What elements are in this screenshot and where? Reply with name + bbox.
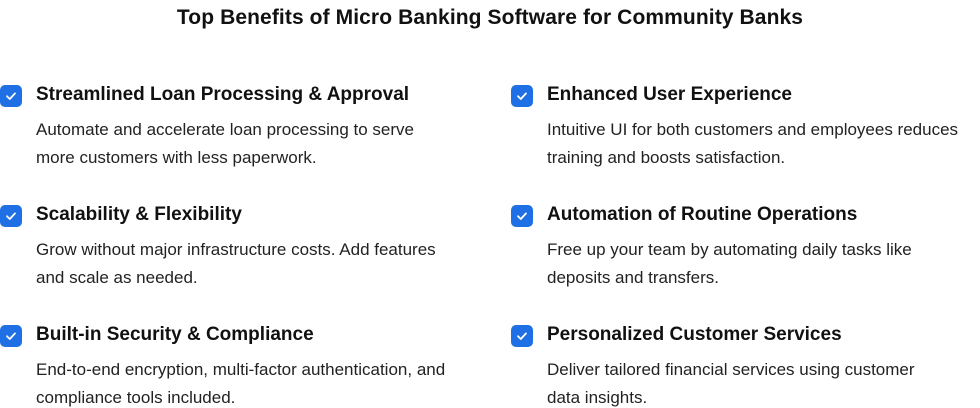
checkbox-checked-icon: [511, 85, 533, 107]
benefit-description: Grow without major infrastructure costs.…: [36, 240, 436, 287]
benefit-title: Scalability & Flexibility: [36, 204, 242, 225]
benefit-title: Streamlined Loan Processing & Approval: [36, 84, 410, 105]
benefit-title: Automation of Routine Operations: [547, 204, 858, 225]
benefit-description: Free up your team by automating daily ta…: [547, 240, 912, 287]
benefit-title: Enhanced User Experience: [547, 84, 792, 105]
checkbox-checked-icon: [0, 325, 22, 347]
checkbox-checked-icon: [0, 85, 22, 107]
benefit-description: End-to-end encryption, multi-factor auth…: [36, 360, 446, 407]
benefit-title: Built-in Security & Compliance: [36, 324, 314, 345]
benefit-description: Deliver tailored financial services usin…: [547, 360, 915, 407]
benefit-title: Personalized Customer Services: [547, 324, 842, 345]
benefit-description: Intuitive UI for both customers and empl…: [547, 120, 959, 167]
checkbox-checked-icon: [511, 325, 533, 347]
checkbox-checked-icon: [511, 205, 533, 227]
benefit-description: Automate and accelerate loan processing …: [36, 120, 415, 167]
page-title: Top Benefits of Micro Banking Software f…: [176, 6, 804, 29]
checkbox-checked-icon: [0, 205, 22, 227]
